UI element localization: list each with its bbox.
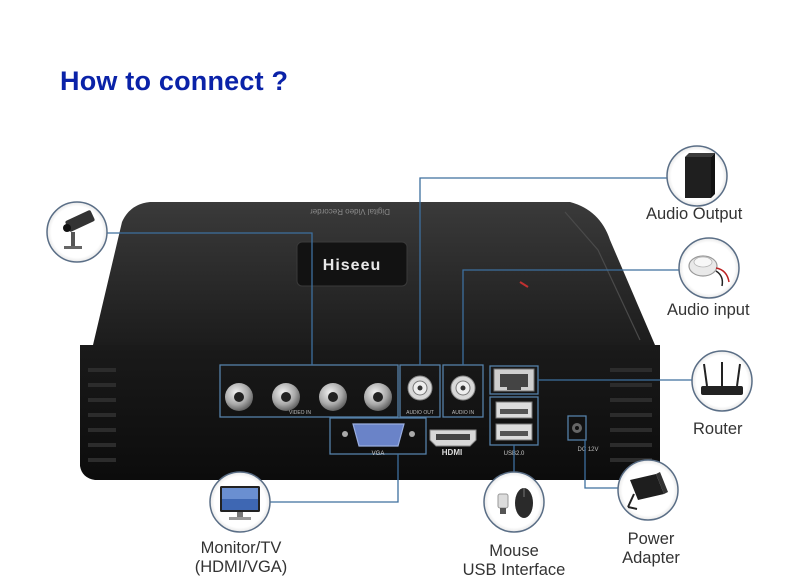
mouse-label-line2: USB Interface [462,561,566,579]
vent-right [610,368,652,462]
monitor-icon [209,471,271,533]
router-label: Router [693,420,743,438]
audio-output-label: Audio Output [646,205,743,223]
svg-text:VIDEO IN: VIDEO IN [289,410,311,416]
monitor-label-line2: (HDMI/VGA) [194,558,288,576]
svg-text:DC 12V: DC 12V [577,447,598,453]
status-led [519,281,529,288]
hdmi-port: HDMI [429,429,477,457]
lan-port [489,365,539,395]
router-icon [691,350,753,412]
top-panel-text: Digital Video Recorder [310,207,390,216]
microphone-icon [678,237,740,299]
video-in-ports: VIDEO IN [219,364,399,418]
vent-left [88,368,116,462]
mouse-label: Mouse USB Interface [452,542,576,580]
vga-port: VGA [329,417,427,457]
svg-text:AUDIO IN: AUDIO IN [452,410,475,416]
mouse-label-line1: Mouse [489,542,539,560]
brand-plate [296,241,408,287]
speaker-icon [666,145,728,207]
monitor-label-line1: Monitor/TV [200,539,282,557]
camera-icon [46,201,108,263]
power-label: Power Adapter [608,530,694,568]
brand-logo: Hiseeu [323,257,381,274]
monitor-label: Monitor/TV (HDMI/VGA) [185,539,297,577]
mouse-icon [483,471,545,533]
svg-text:AUDIO OUT: AUDIO OUT [406,410,434,416]
svg-text:VGA: VGA [372,451,385,457]
power-adapter-icon [617,459,679,521]
connector-lines [107,177,693,503]
svg-text:HDMI: HDMI [442,448,462,457]
dc-power-port: DC 12V [567,415,599,453]
page-title: How to connect ? [60,66,289,96]
power-label-line2: Adapter [622,549,680,567]
audio-input-label: Audio input [667,301,750,319]
power-label-line1: Power [627,530,675,548]
dvr-device: Hiseeu Digital Video Recorder [80,202,660,480]
audio-ports: AUDIO OUT AUDIO IN [399,364,484,418]
